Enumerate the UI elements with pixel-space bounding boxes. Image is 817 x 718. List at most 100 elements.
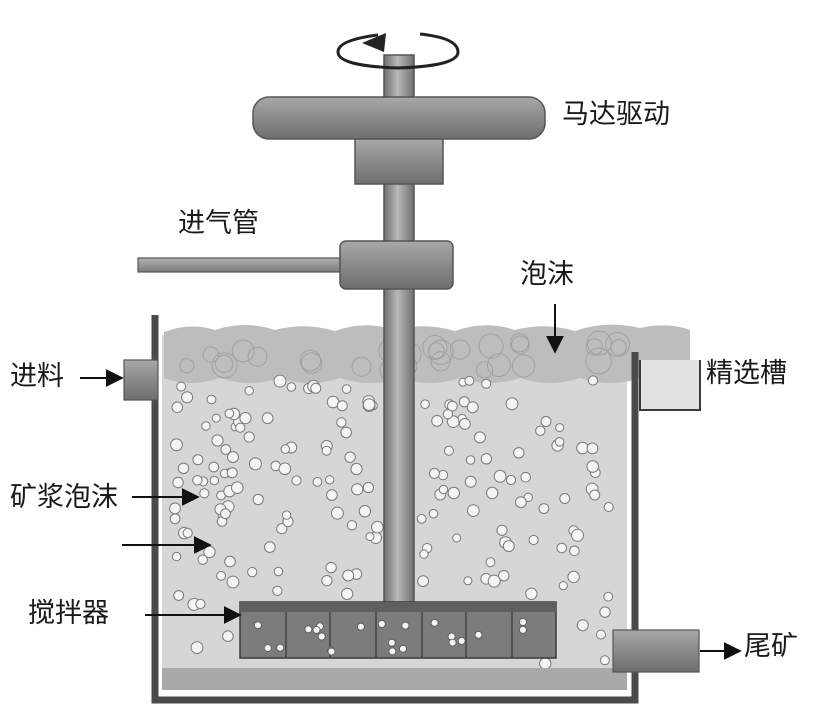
bubble: [458, 396, 470, 408]
bubble: [248, 457, 262, 471]
bubble: [555, 423, 565, 433]
bubble: [224, 555, 236, 568]
bubble: [596, 629, 606, 640]
bubble: [558, 581, 568, 591]
bubble: [312, 477, 323, 487]
froth-bubble: [478, 333, 504, 359]
froth-bubble: [586, 330, 612, 356]
bubble: [487, 574, 501, 588]
bubble: [227, 451, 239, 464]
bubble: [587, 375, 599, 386]
air-collar: [339, 240, 454, 290]
bubble: [350, 462, 363, 476]
bubble: [211, 413, 221, 423]
bubble: [466, 401, 479, 414]
bubble: [261, 412, 274, 425]
bubble: [247, 567, 258, 578]
air-pipe: [137, 257, 344, 273]
bubble: [226, 575, 240, 589]
bubble: [211, 434, 224, 447]
bubble: [190, 641, 204, 654]
bubble: [176, 381, 187, 392]
bubble: [199, 488, 210, 499]
bubble: [235, 422, 246, 433]
bubble: [401, 621, 410, 630]
bubble: [463, 576, 473, 586]
bubble: [263, 644, 272, 652]
motor-hub: [354, 138, 444, 185]
bubble: [276, 523, 288, 535]
bubble: [231, 481, 244, 495]
bubble: [567, 570, 580, 584]
froth-bubble: [422, 335, 448, 360]
bubble: [528, 534, 539, 546]
bubble: [464, 375, 475, 386]
bubble: [216, 571, 227, 581]
label-air-pipe: 进气管: [178, 208, 259, 239]
bubble: [473, 431, 486, 444]
label-motor: 马达驱动: [562, 99, 670, 130]
bubble: [505, 397, 519, 411]
bubble: [280, 444, 291, 454]
sediment: [162, 668, 627, 690]
rotation-arrow-icon: [336, 32, 460, 70]
bubble: [224, 408, 235, 419]
bubble: [457, 637, 466, 645]
bubble: [535, 425, 546, 436]
bubble: [387, 638, 396, 647]
bubble: [428, 508, 439, 519]
bubble: [356, 622, 365, 631]
bubble: [278, 462, 292, 476]
agitator-top: [240, 602, 556, 612]
bubble: [281, 510, 292, 520]
bubble: [171, 401, 184, 414]
bubble: [206, 394, 217, 405]
bubble: [513, 447, 525, 459]
bubble: [464, 475, 477, 488]
froth-bubble: [430, 351, 451, 372]
bubble: [253, 621, 262, 630]
bubble: [252, 493, 264, 506]
bubble: [576, 619, 589, 632]
bubble: [170, 438, 183, 452]
pointer-arrows: [80, 304, 742, 660]
bubble: [276, 643, 285, 652]
bubble: [496, 524, 508, 536]
bubble: [459, 418, 471, 430]
bubble: [341, 384, 352, 394]
bubble: [419, 549, 429, 559]
bubble: [192, 475, 203, 486]
bubble: [589, 489, 601, 501]
froth-bubble: [476, 361, 494, 379]
bubble: [452, 533, 462, 543]
bubble: [538, 503, 550, 514]
bubble: [243, 431, 255, 443]
bubble: [431, 415, 444, 427]
bubble: [437, 469, 449, 481]
bubble: [169, 513, 181, 525]
bubble: [438, 484, 449, 495]
bubble: [540, 416, 552, 427]
bubble: [358, 505, 372, 518]
bubble: [336, 400, 348, 412]
bubble: [325, 561, 337, 574]
motor-disc: [252, 96, 546, 140]
bubble: [559, 493, 571, 504]
bubble: [203, 545, 216, 559]
bubble: [586, 460, 600, 473]
agitator-bubbles: [253, 618, 527, 656]
bubble: [340, 426, 353, 439]
cleaner-cell: [639, 360, 701, 411]
bubble: [351, 483, 364, 496]
label-feed: 进料: [10, 361, 64, 392]
bubble: [474, 630, 483, 639]
froth-bubble: [214, 354, 234, 374]
bubble: [344, 451, 356, 463]
froth-bubble: [487, 353, 511, 378]
froth-bubble: [585, 338, 603, 356]
bubble: [486, 486, 499, 500]
bubble: [498, 570, 510, 582]
froth-bubble: [211, 352, 238, 379]
froth-bubble: [510, 335, 530, 355]
